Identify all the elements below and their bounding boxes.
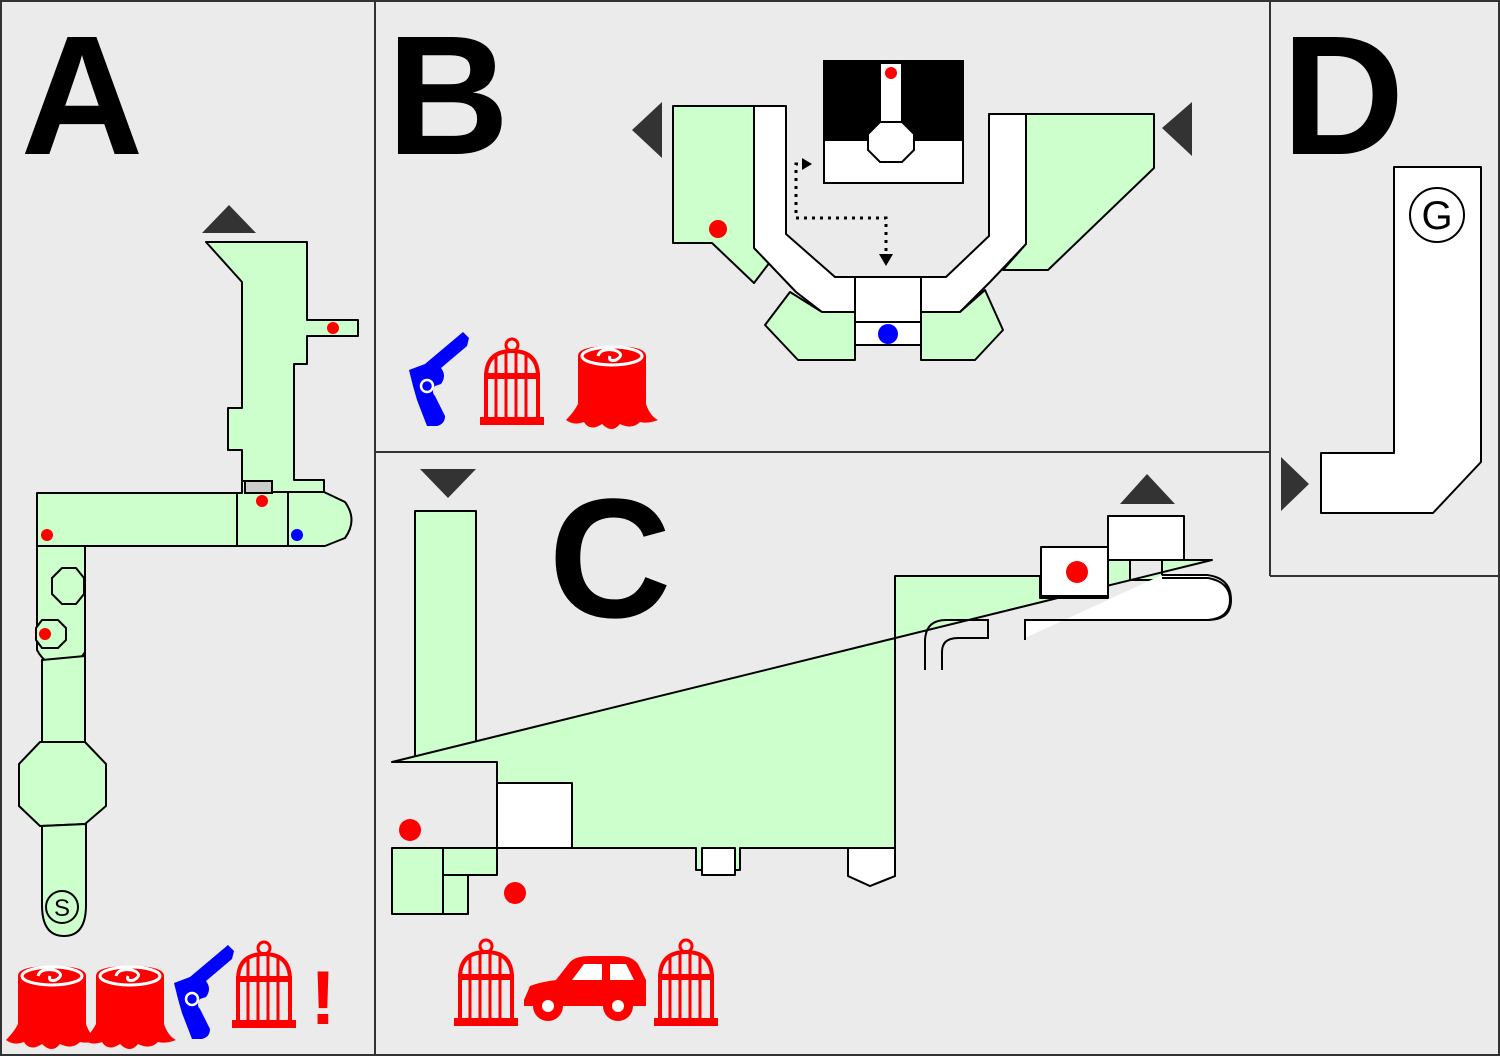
birdcage-icon bbox=[452, 938, 520, 1028]
item-dot-red[interactable] bbox=[39, 628, 51, 640]
exit-arrow-left[interactable] bbox=[632, 102, 662, 158]
section-a-legend: ! bbox=[4, 940, 336, 1051]
item-dot-red[interactable] bbox=[1066, 561, 1088, 583]
section-label-c: C bbox=[549, 464, 672, 654]
start-marker: S bbox=[54, 895, 70, 922]
item-dot-red[interactable] bbox=[885, 67, 897, 79]
section-label-b: B bbox=[387, 1, 510, 191]
item-dot-red[interactable] bbox=[504, 882, 526, 904]
section-label-a: A bbox=[21, 1, 144, 191]
birdcage-icon bbox=[652, 938, 720, 1028]
item-dot-red[interactable] bbox=[256, 495, 268, 507]
item-dot-red[interactable] bbox=[41, 529, 53, 541]
birdcage-icon bbox=[230, 940, 298, 1030]
exit-arrow-up[interactable] bbox=[1120, 474, 1175, 504]
stump-icon bbox=[82, 964, 178, 1051]
exit-arrow-right[interactable] bbox=[1162, 102, 1192, 156]
exit-arrow-down[interactable] bbox=[420, 469, 476, 498]
birdcage-icon bbox=[478, 337, 546, 427]
revolver-icon bbox=[172, 943, 236, 1041]
section-d-map: G bbox=[1281, 166, 1482, 514]
item-dot-blue[interactable] bbox=[291, 529, 303, 541]
section-a-map: S bbox=[18, 205, 359, 937]
revolver-icon bbox=[407, 330, 471, 428]
path-indicator bbox=[794, 162, 888, 255]
room-inset-blackroom bbox=[823, 60, 964, 184]
section-c-legend bbox=[452, 938, 720, 1028]
section-b-map bbox=[632, 60, 1192, 361]
exit-arrow-right[interactable] bbox=[1281, 457, 1309, 511]
section-b-legend bbox=[407, 330, 660, 431]
exclamation-icon: ! bbox=[310, 956, 335, 1041]
goal-marker: G bbox=[1421, 194, 1452, 238]
car-icon bbox=[524, 956, 646, 1021]
stump-icon bbox=[564, 344, 660, 431]
stump-icon bbox=[4, 964, 100, 1051]
exit-arrow-up[interactable] bbox=[202, 205, 256, 233]
section-label-d: D bbox=[1282, 1, 1405, 191]
item-dot-red[interactable] bbox=[399, 819, 421, 841]
item-dot-blue[interactable] bbox=[878, 324, 898, 344]
section-c-map bbox=[391, 469, 1232, 915]
item-dot-red[interactable] bbox=[327, 322, 339, 334]
item-dot-red[interactable] bbox=[709, 220, 727, 238]
